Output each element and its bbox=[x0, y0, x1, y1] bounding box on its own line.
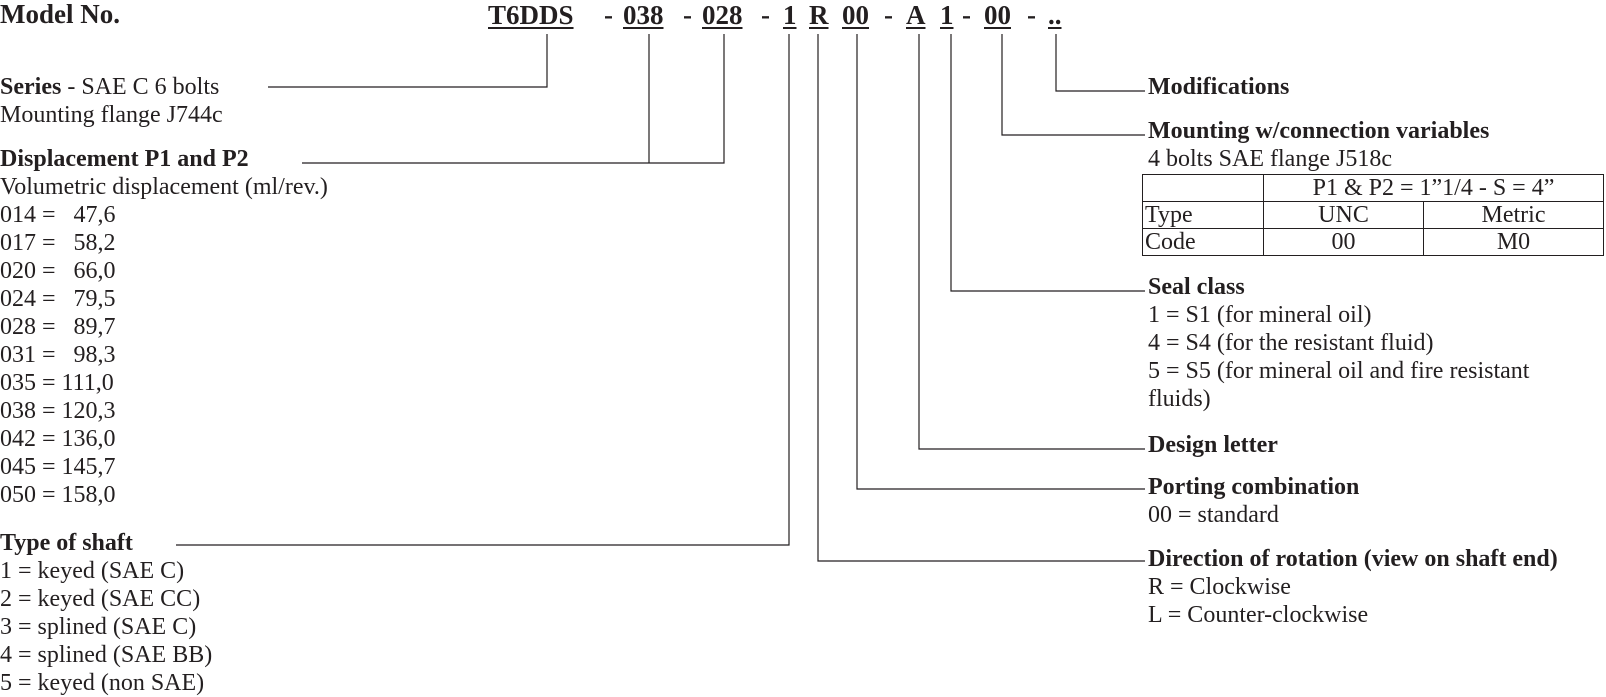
code-separator: - bbox=[962, 0, 971, 30]
seal-item: 5 = S5 (for mineral oil and fire resista… bbox=[1148, 358, 1530, 384]
table-cell: Metric bbox=[1423, 201, 1604, 229]
displacement-item: 024 = 79,5 bbox=[0, 286, 116, 312]
leader-modifications bbox=[1055, 34, 1145, 92]
modifications-label: Modifications bbox=[1148, 74, 1290, 100]
rotation-item: L = Counter-clockwise bbox=[1148, 602, 1369, 628]
series-sep: - bbox=[67, 74, 76, 100]
displacement-item: 028 = 89,7 bbox=[0, 314, 116, 340]
rotation-label: Direction of rotation (view on shaft end… bbox=[1148, 546, 1558, 572]
series-value: SAE C 6 bolts bbox=[81, 74, 220, 100]
seal-item: 4 = S4 (for the resistant fluid) bbox=[1148, 330, 1434, 356]
leader-rotation bbox=[817, 34, 1145, 562]
code-mounting: 00 bbox=[984, 0, 1011, 30]
code-modifications: .. bbox=[1048, 0, 1062, 30]
code-design: A bbox=[906, 0, 926, 30]
displacement-item: 014 = 47,6 bbox=[0, 202, 116, 228]
design-label: Design letter bbox=[1148, 432, 1278, 458]
table-cell: Type bbox=[1142, 201, 1264, 229]
displacement-label: Displacement P1 and P2 bbox=[0, 146, 249, 172]
seal-label: Seal class bbox=[1148, 274, 1245, 300]
code-shaft: 1 bbox=[783, 0, 797, 30]
leader-design bbox=[918, 34, 1145, 450]
shaft-item: 3 = splined (SAE C) bbox=[0, 614, 197, 640]
porting-label: Porting combination bbox=[1148, 474, 1360, 500]
displacement-item: 050 = 158,0 bbox=[0, 482, 116, 508]
code-separator: - bbox=[604, 0, 613, 30]
displacement-item: 020 = 66,0 bbox=[0, 258, 116, 284]
shaft-item: 1 = keyed (SAE C) bbox=[0, 558, 185, 584]
mounting-subtitle: 4 bolts SAE flange J518c bbox=[1148, 146, 1392, 172]
displacement-subtitle: Volumetric displacement (ml/rev.) bbox=[0, 174, 328, 200]
shaft-item: 4 = splined (SAE BB) bbox=[0, 642, 213, 668]
leader-displacement bbox=[302, 34, 725, 164]
porting-item: 00 = standard bbox=[1148, 502, 1279, 528]
table-cell: UNC bbox=[1263, 201, 1424, 229]
code-displacement-p2: 028 bbox=[702, 0, 743, 30]
displacement-item: 031 = 98,3 bbox=[0, 342, 116, 368]
shaft-item: 2 = keyed (SAE CC) bbox=[0, 586, 201, 612]
leader-mounting bbox=[1001, 34, 1145, 136]
table-cell: Code bbox=[1142, 228, 1264, 256]
code-separator: - bbox=[683, 0, 692, 30]
page-title: Model No. bbox=[0, 0, 120, 29]
displacement-item: 038 = 120,3 bbox=[0, 398, 116, 424]
displacement-item: 045 = 145,7 bbox=[0, 454, 116, 480]
series-block: Series - SAE C 6 bolts bbox=[0, 73, 219, 101]
displacement-item: 035 = 111,0 bbox=[0, 370, 114, 396]
table-cell: 00 bbox=[1263, 228, 1424, 256]
code-displacement-p1: 038 bbox=[623, 0, 664, 30]
code-seal: 1 bbox=[940, 0, 954, 30]
code-separator: - bbox=[761, 0, 770, 30]
code-rotation: R bbox=[809, 0, 829, 30]
seal-item: 1 = S1 (for mineral oil) bbox=[1148, 302, 1372, 328]
rotation-item: R = Clockwise bbox=[1148, 574, 1291, 600]
leader-series bbox=[268, 34, 548, 88]
displacement-item: 017 = 58,2 bbox=[0, 230, 116, 256]
series-line2: Mounting flange J744c bbox=[0, 102, 223, 128]
leader-shaft bbox=[176, 34, 790, 546]
code-separator: - bbox=[884, 0, 893, 30]
connection-table: P1 & P2 = 1”1/4 - S = 4” Type UNC Metric… bbox=[1142, 174, 1604, 256]
code-porting: 00 bbox=[842, 0, 869, 30]
table-row: Type UNC Metric bbox=[1142, 201, 1604, 229]
code-series: T6DDS bbox=[488, 0, 574, 30]
shaft-item: 5 = keyed (non SAE) bbox=[0, 670, 205, 696]
series-label: Series bbox=[0, 74, 62, 100]
leader-porting bbox=[856, 34, 1145, 490]
mounting-label: Mounting w/connection variables bbox=[1148, 118, 1490, 144]
table-cell bbox=[1142, 174, 1264, 202]
seal-item: fluids) bbox=[1148, 386, 1211, 412]
table-header: P1 & P2 = 1”1/4 - S = 4” bbox=[1263, 174, 1604, 202]
displacement-item: 042 = 136,0 bbox=[0, 426, 116, 452]
table-row: Code 00 M0 bbox=[1142, 228, 1604, 256]
code-separator: - bbox=[1027, 0, 1036, 30]
table-cell: M0 bbox=[1423, 228, 1604, 256]
table-row: P1 & P2 = 1”1/4 - S = 4” bbox=[1142, 174, 1604, 202]
shaft-label: Type of shaft bbox=[0, 530, 133, 556]
leader-seal bbox=[950, 34, 1145, 292]
